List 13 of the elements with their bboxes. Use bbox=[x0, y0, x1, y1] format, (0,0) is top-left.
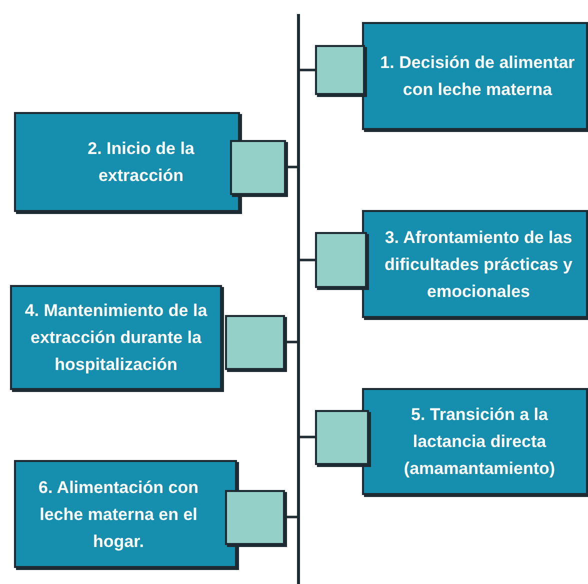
tick-line bbox=[287, 340, 297, 344]
tick-line bbox=[288, 166, 297, 168]
step-text: 5. Transición a la lactancia directa (amamantamiento) bbox=[402, 404, 556, 480]
tick-line bbox=[300, 436, 315, 438]
tick-line bbox=[300, 258, 315, 262]
timeline-axis bbox=[297, 14, 300, 584]
step-text: 1. Decisión de alimentar con leche materna bbox=[379, 52, 576, 101]
step-text: 2. Inicio de la extracción bbox=[86, 138, 196, 187]
tick-line bbox=[287, 516, 297, 518]
step-text: 6. Alimentación con leche materna en el hogar. bbox=[38, 476, 200, 553]
tick-line bbox=[300, 68, 315, 72]
step-text: 3. Afrontamiento de las dificultades prácticas y emocionales bbox=[383, 226, 574, 302]
step-text: 4. Mantenimiento de la extracción durante la hospitalización bbox=[24, 300, 208, 376]
